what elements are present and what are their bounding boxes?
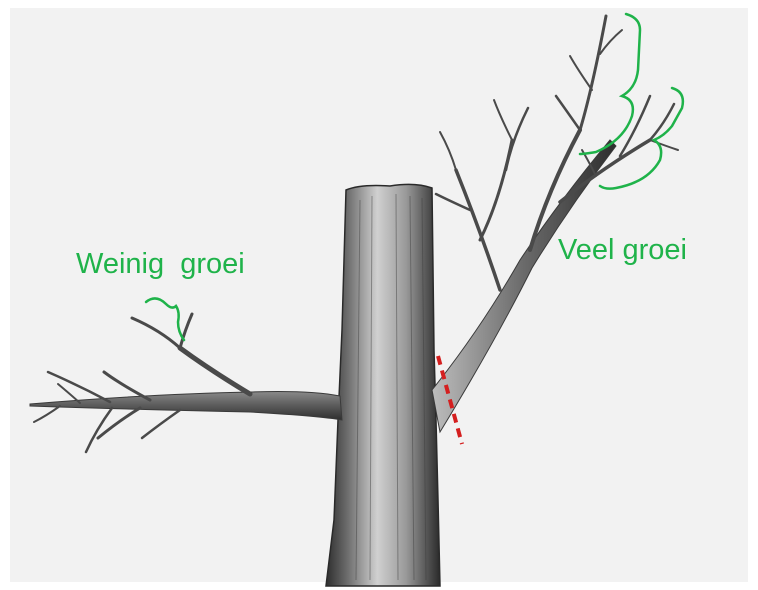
strong-growth-label: Veel groei: [558, 236, 687, 265]
left-branch: [30, 314, 342, 452]
brace-left-branch: [146, 298, 184, 340]
trunk: [326, 184, 440, 586]
right-branch: [432, 16, 678, 432]
brace-lower-right: [600, 88, 683, 189]
weak-growth-label: Weinig groei: [76, 250, 245, 279]
